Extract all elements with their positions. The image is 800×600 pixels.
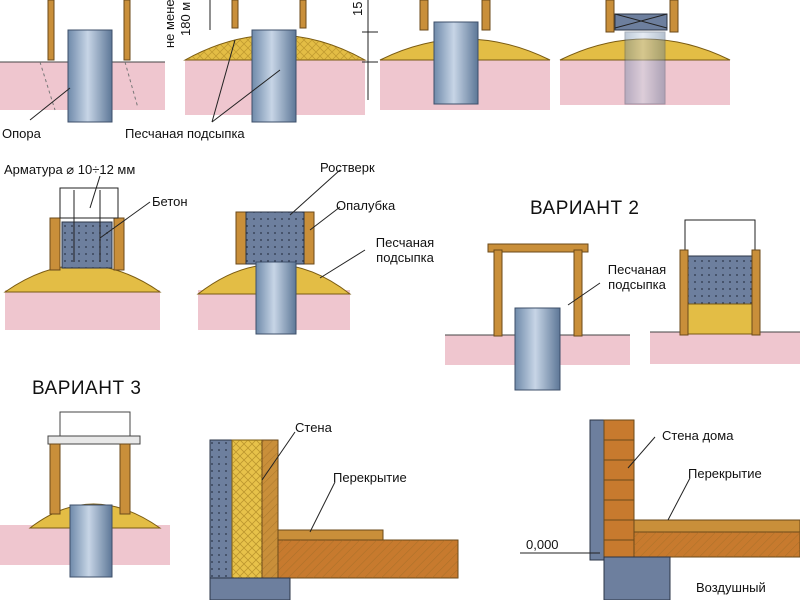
variant-2-formwork-b xyxy=(650,219,800,364)
leader-lines xyxy=(29,39,691,533)
label-depth-180: 180 м xyxy=(178,1,193,36)
label-floor-2: Перекрытие xyxy=(688,466,762,481)
variant-2-formwork-a xyxy=(445,243,630,391)
label-wall: Стена xyxy=(295,420,332,435)
label-support: Опора xyxy=(2,126,41,141)
label-sand-fill-3: Песчаная подсыпка xyxy=(607,262,667,292)
heading-variant-3: ВАРИАНТ 3 xyxy=(32,378,142,399)
panel-3-mound-with-form xyxy=(379,0,551,110)
label-formwork: Опалубка xyxy=(336,198,396,213)
label-sand-fill-1: Песчаная подсыпка xyxy=(125,126,245,141)
label-floor-1: Перекрытие xyxy=(333,470,407,485)
heading-variant-2: ВАРИАНТ 2 xyxy=(530,198,640,219)
panel-1-pipe-in-hole xyxy=(0,0,165,123)
panel-4-mound-with-rebar xyxy=(559,0,731,105)
wall-floor-section-right xyxy=(520,419,800,600)
label-concrete: Бетон xyxy=(152,194,188,209)
panel-5-rebar-concrete xyxy=(3,187,162,330)
label-air-gap: Воздушный xyxy=(696,580,766,595)
label-sand-fill-2: Песчаная подсыпка xyxy=(375,235,435,265)
wall-floor-section-left xyxy=(209,439,459,600)
variant-3-pipe-formwork xyxy=(0,411,170,578)
label-house-wall: Стена дома xyxy=(662,428,734,443)
label-grillage: Ростверк xyxy=(320,160,375,175)
label-min-depth: не менее xyxy=(162,0,177,48)
label-dim-150: 15 xyxy=(350,1,365,16)
label-level-zero: 0,000 xyxy=(526,537,559,552)
panel-6-grillage xyxy=(196,211,352,335)
panel-2-sand-mound xyxy=(183,0,378,123)
label-rebar: Арматура ⌀ 10÷12 мм xyxy=(4,162,136,177)
